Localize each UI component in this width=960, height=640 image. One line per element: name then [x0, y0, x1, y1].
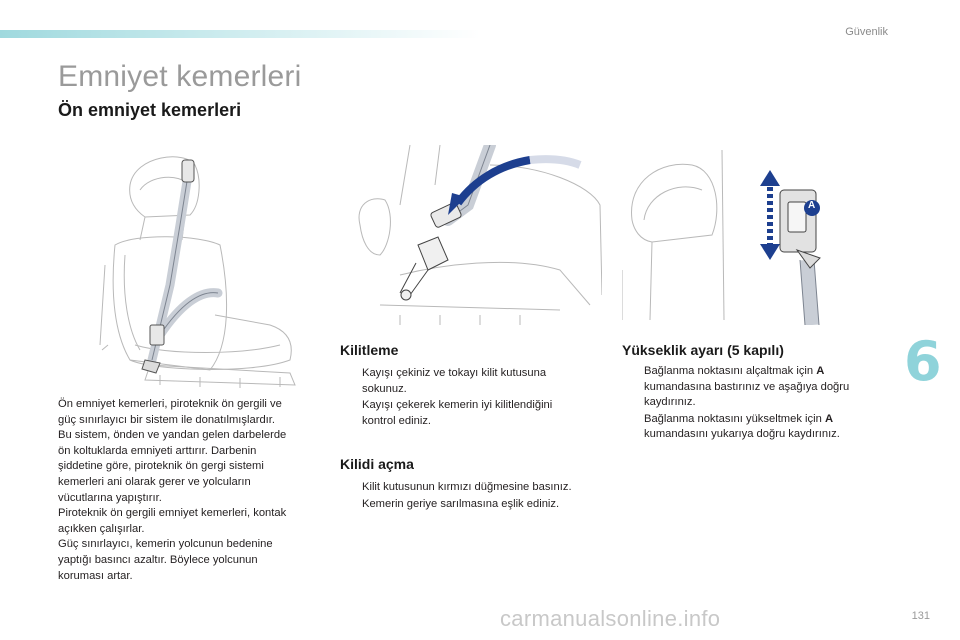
height-list: Bağlanma noktasını alçaltmak için A kuma…: [622, 364, 884, 444]
key-label: A: [816, 365, 825, 377]
intro-line: yaptığı basıncı azaltır. Böylece yolcunu…: [58, 553, 258, 566]
intro-paragraph: Ön emniyet kemerleri, piroteknik ön gerg…: [58, 397, 320, 584]
locking-heading: Kilitleme: [340, 342, 399, 358]
intro-line: şiddetine göre, piroteknik ön gergi sist…: [58, 460, 264, 473]
section-label: Güvenlik: [845, 26, 888, 38]
watermark: carmanualsonline.info: [500, 606, 721, 631]
seat-belt-illustration: [90, 145, 310, 390]
locking-list: Kayışı çekiniz ve tokayı kilit kutusuna …: [340, 366, 602, 430]
intro-line: kemerleri ani olarak gerer ve yolcuların: [58, 475, 251, 488]
page-title: Emniyet kemerleri: [58, 60, 302, 93]
key-label: A: [824, 412, 834, 425]
buckle-illustration: [340, 145, 602, 325]
intro-line: Piroteknik ön gergili emniyet kemerleri,…: [58, 507, 287, 520]
intro-line: Bu sistem, önden ve yandan gelen darbele…: [58, 429, 287, 442]
page-subtitle: Ön emniyet kemerleri: [58, 100, 242, 120]
list-item: Bağlanma noktasını yükseltmek için A kum…: [644, 412, 840, 441]
intro-line: güç sınırlayıcı bir sistem ile donatılmı…: [58, 413, 275, 426]
page-number: 131: [911, 610, 930, 622]
intro-line: açıkken çalışırlar.: [58, 522, 145, 535]
unlocking-list: Kilit kutusunun kırmızı düğmesine basını…: [340, 480, 602, 513]
list-item: Kayışı çekerek kemerin iyi kilitlendiğin…: [362, 399, 553, 427]
intro-line: Güç sınırlayıcı, kemerin yolcunun bedeni…: [58, 538, 273, 551]
list-item: Kilit kutusunun kırmızı düğmesine basını…: [362, 481, 572, 493]
intro-line: ön koltuklarda emniyeti arttırır. Darben…: [58, 444, 257, 457]
height-heading: Yükseklik ayarı (5 kapılı): [622, 342, 784, 358]
list-item: Kemerin geriye sarılmasına eşlik ediniz.: [362, 497, 560, 510]
intro-line: koruması artar.: [58, 569, 133, 582]
callout-a-label: A: [808, 200, 816, 211]
intro-line: Ön emniyet kemerleri, piroteknik ön gerg…: [58, 398, 282, 410]
header-accent-bar: [0, 30, 480, 38]
list-item: Bağlanma noktasını alçaltmak için A kuma…: [644, 365, 850, 409]
height-adjust-illustration: A: [622, 150, 837, 325]
chapter-number: 6: [904, 330, 942, 393]
intro-line: vücutlarına yapıştırır.: [58, 491, 162, 504]
list-item: Kayışı çekiniz ve tokayı kilit kutusuna …: [362, 367, 547, 395]
unlocking-heading: Kilidi açma: [340, 456, 414, 472]
